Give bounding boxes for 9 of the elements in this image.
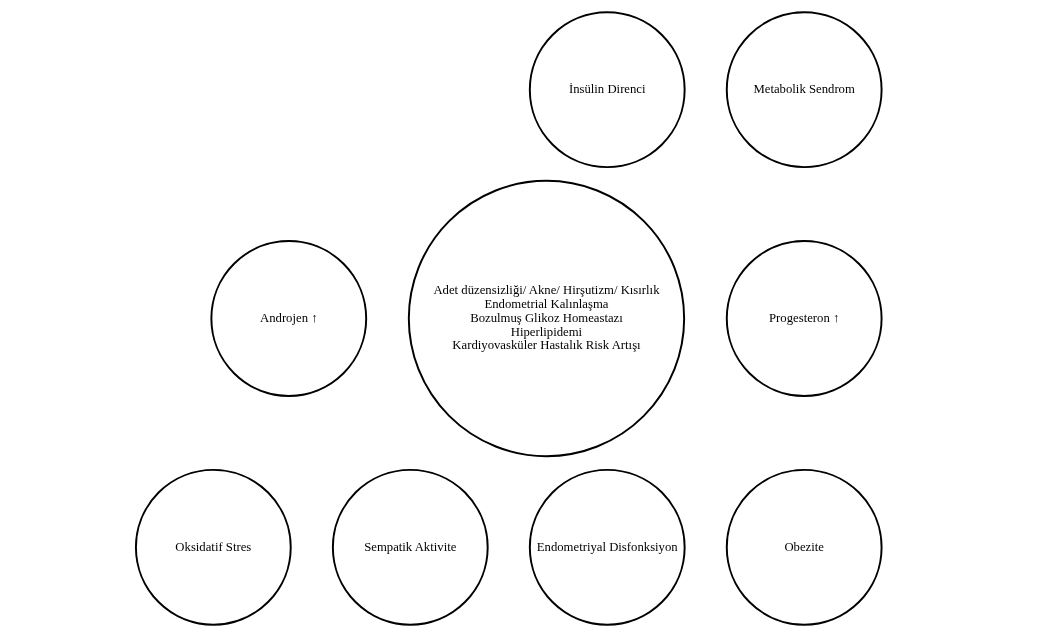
node-circle: Obezite xyxy=(725,468,883,626)
node-circle: Adet düzensizliği/ Akne/ Hirşutizm/ Kısırlık Endometrial Kalınlaşma Bozulmuş Glikoz Homeastazı Hiperlipidemi Kardiyovasküler Hastalık Risk Artışı xyxy=(407,179,686,458)
node-circle: Sempatik Aktivite xyxy=(331,468,489,626)
node-circle: Metabolik Sendrom xyxy=(725,11,883,169)
node-circle: Endometriyal Disfonksiyon xyxy=(528,468,686,626)
node-circle: Androjen ↑ xyxy=(210,240,368,397)
node-circle: Oksidatif Stres xyxy=(134,468,292,626)
node-circle: Progesteron ↑ xyxy=(725,240,883,397)
node-circle: İnsülin Direnci xyxy=(528,11,686,169)
